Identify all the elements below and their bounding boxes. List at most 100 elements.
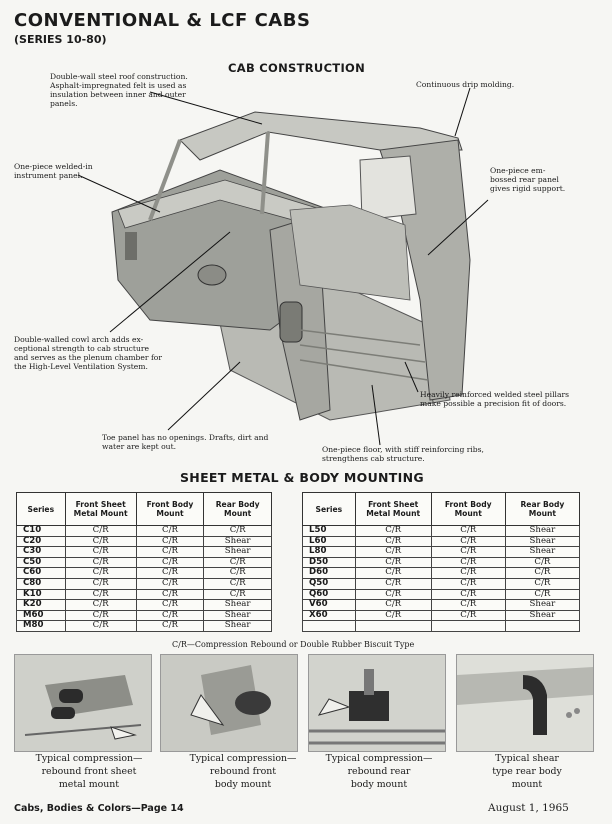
instrument-leader <box>77 174 161 213</box>
mount-type-cell: C/R <box>203 577 272 590</box>
series-cell: L80 <box>302 546 356 558</box>
photo-front-body-mount <box>160 654 298 752</box>
mount-type-cell <box>430 620 506 632</box>
mount-type-cell: Shear <box>203 535 272 548</box>
series-cell: D50 <box>302 556 356 569</box>
col-series: Series <box>16 492 66 526</box>
mount-type-cell: C/R <box>135 588 205 601</box>
mount-type-cell: C/R <box>354 577 432 590</box>
mount-type-cell: C/R <box>354 535 432 548</box>
mounting-heading: SHEET METAL & BODY MOUNTING <box>180 470 424 485</box>
col-front-body: Front Body Mount <box>430 492 506 526</box>
mount-type-cell: C/R <box>430 599 506 611</box>
callout-drip: Continuous drip molding. <box>416 80 515 89</box>
mount-type-cell: C/R <box>430 546 506 558</box>
photo-front-sheet-mount <box>14 654 152 752</box>
cab-illustration <box>77 87 489 446</box>
col-front-sheet: Front Sheet Metal Mount <box>354 492 432 526</box>
mount-type-cell: C/R <box>135 577 205 590</box>
mount-type-cell: C/R <box>354 525 432 537</box>
series-cell: K10 <box>16 588 66 601</box>
mount-type-cell: C/R <box>430 577 506 590</box>
mount-type-cell: C/R <box>354 588 432 601</box>
mounting-table-right: Series Front Sheet Metal Mount Front Bod… <box>302 492 581 632</box>
series-cell: Q50 <box>302 577 356 590</box>
callout-pillars: Heavily reinforced welded steel pillars … <box>420 390 570 408</box>
mount-type-cell: C/R <box>64 556 137 569</box>
mount-type-cell: C/R <box>135 546 205 558</box>
mount-type-cell: C/R <box>430 556 506 569</box>
table-row <box>302 620 581 632</box>
mount-type-cell: C/R <box>430 609 506 622</box>
mount-type-cell: C/R <box>64 609 137 622</box>
mount-type-cell: C/R <box>354 567 432 579</box>
mount-type-cell: C/R <box>203 556 272 569</box>
series-cell: C10 <box>16 525 66 537</box>
series-cell: L50 <box>302 525 356 537</box>
mount-type-cell: C/R <box>64 588 137 601</box>
col-series: Series <box>302 492 356 526</box>
mount-type-cell: C/R <box>64 535 137 548</box>
mount-type-cell: C/R <box>135 599 205 611</box>
mount-type-cell: Shear <box>203 609 272 622</box>
mount-type-cell: C/R <box>430 588 506 601</box>
series-cell: M60 <box>16 609 66 622</box>
series-cell: L60 <box>302 535 356 548</box>
series-cell: D60 <box>302 567 356 579</box>
callout-roof: Double-wall steel roof construction. Asp… <box>50 72 188 108</box>
mount-type-cell: Shear <box>203 546 272 558</box>
mount-type-cell: C/R <box>135 556 205 569</box>
mount-type-cell: C/R <box>430 525 506 537</box>
series-cell: C50 <box>16 556 66 569</box>
mount-type-cell: Shear <box>504 535 581 548</box>
mount-type-cell: C/R <box>64 525 137 537</box>
mount-type-cell: Shear <box>504 546 581 558</box>
drip-leader <box>454 87 471 137</box>
mount-type-cell: C/R <box>203 525 272 537</box>
mount-type-cell: C/R <box>135 535 205 548</box>
mount-type-cell: C/R <box>135 609 205 622</box>
page-subtitle: (SERIES 10-80) <box>14 33 107 46</box>
photo-rear-body-mount <box>308 654 446 752</box>
mount-legend-note: C/R—Compression Rebound or Double Rubber… <box>172 640 415 649</box>
footer-date: August 1, 1965 <box>488 802 569 814</box>
col-front-sheet: Front Sheet Metal Mount <box>64 492 137 526</box>
series-cell: K20 <box>16 599 66 611</box>
mount-type-cell: C/R <box>135 525 205 537</box>
series-cell: C30 <box>16 546 66 558</box>
callout-instrument: One-piece welded-in instrument panel. <box>14 162 93 180</box>
page-title: CONVENTIONAL & LCF CABS <box>14 10 311 31</box>
series-cell: V60 <box>302 599 356 611</box>
mount-type-cell: C/R <box>430 535 506 548</box>
series-cell: C20 <box>16 535 66 548</box>
cab-construction-heading: CAB CONSTRUCTION <box>228 61 366 75</box>
photo-shear-mount <box>456 654 594 752</box>
mount-type-cell: C/R <box>430 567 506 579</box>
callout-cowl: Double-walled cowl arch adds ex- ception… <box>14 335 162 371</box>
footer-page-label: Cabs, Bodies & Colors—Page 14 <box>14 803 184 814</box>
mount-type-cell: C/R <box>64 620 137 632</box>
col-rear-body: Rear Body Mount <box>504 492 581 526</box>
series-cell: C60 <box>16 567 66 579</box>
mounting-table-left: Series Front Sheet Metal Mount Front Bod… <box>16 492 272 632</box>
mount-type-cell: C/R <box>135 620 205 632</box>
mount-type-cell: C/R <box>354 546 432 558</box>
col-rear-body: Rear Body Mount <box>203 492 272 526</box>
